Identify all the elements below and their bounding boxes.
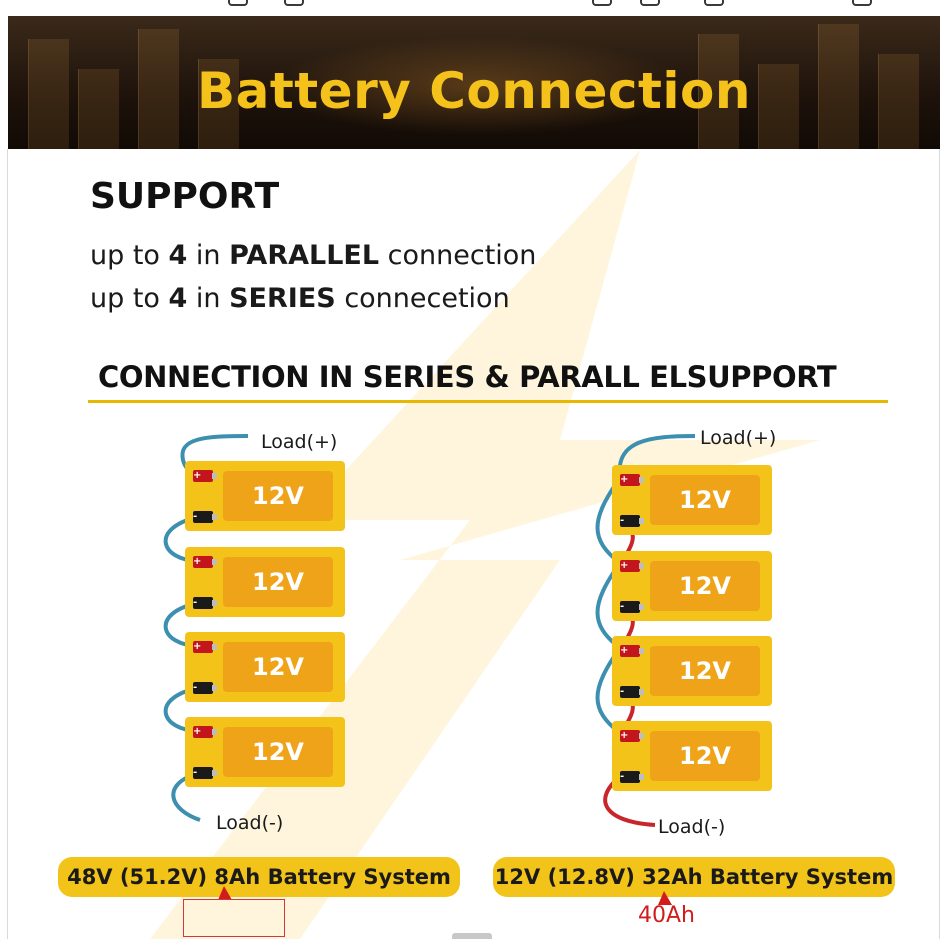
header-banner: Battery Connection (8, 16, 940, 149)
top-toolbar-strip (0, 0, 948, 16)
parallel-system-label: 12V (12.8V) 32Ah Battery System (493, 857, 895, 897)
toolbar-icon[interactable] (852, 0, 872, 6)
toolbar-icon[interactable] (640, 0, 660, 6)
negative-terminal-icon: - (193, 682, 217, 694)
series-battery: + - 12V (185, 461, 345, 531)
parallel-load-positive-label: Load(+) (700, 427, 777, 449)
series-battery: + - 12V (185, 717, 345, 787)
heading-underline (88, 400, 888, 403)
negative-terminal-icon: - (193, 767, 217, 779)
support-title: SUPPORT (90, 176, 280, 217)
toolbar-icon[interactable] (284, 0, 304, 6)
series-battery: + - 12V (185, 547, 345, 617)
scroll-handle[interactable] (452, 933, 492, 939)
battery-voltage-label: 12V (650, 646, 760, 696)
series-load-positive-label: Load(+) (261, 431, 338, 453)
toolbar-icon[interactable] (228, 0, 248, 6)
positive-terminal-icon: + (193, 470, 217, 482)
negative-terminal-icon: - (620, 601, 644, 613)
positive-terminal-icon: + (620, 730, 644, 742)
parallel-support-line: up to 4 in PARALLEL connection (90, 240, 537, 271)
parallel-battery: + - 12V (612, 551, 772, 621)
negative-terminal-icon: - (620, 771, 644, 783)
parallel-battery: + - 12V (612, 721, 772, 791)
battery-voltage-label: 12V (650, 731, 760, 781)
annotation-box (183, 899, 285, 937)
parallel-load-negative-label: Load(-) (658, 816, 726, 838)
series-load-negative-label: Load(-) (216, 812, 284, 834)
battery-voltage-label: 12V (223, 471, 333, 521)
battery-voltage-label: 12V (650, 475, 760, 525)
card-left-edge (7, 149, 8, 939)
toolbar-icon[interactable] (704, 0, 724, 6)
battery-voltage-label: 12V (223, 727, 333, 777)
positive-terminal-icon: + (193, 726, 217, 738)
connection-heading: CONNECTION IN SERIES & PARALL ELSUPPORT (98, 360, 837, 394)
banner-title: Battery Connection (197, 62, 751, 120)
positive-terminal-icon: + (193, 556, 217, 568)
battery-voltage-label: 12V (650, 561, 760, 611)
series-system-label: 48V (51.2V) 8Ah Battery System (58, 857, 460, 897)
positive-terminal-icon: + (620, 645, 644, 657)
positive-terminal-icon: + (620, 474, 644, 486)
series-battery: + - 12V (185, 632, 345, 702)
parallel-battery: + - 12V (612, 465, 772, 535)
negative-terminal-icon: - (193, 597, 217, 609)
negative-terminal-icon: - (620, 686, 644, 698)
annotation-text: 40Ah (638, 903, 695, 928)
parallel-battery: + - 12V (612, 636, 772, 706)
positive-terminal-icon: + (193, 641, 217, 653)
battery-voltage-label: 12V (223, 557, 333, 607)
battery-voltage-label: 12V (223, 642, 333, 692)
positive-terminal-icon: + (620, 560, 644, 572)
series-support-line: up to 4 in SERIES connecetion (90, 283, 510, 314)
negative-terminal-icon: - (193, 511, 217, 523)
toolbar-icon[interactable] (592, 0, 612, 6)
negative-terminal-icon: - (620, 515, 644, 527)
card-right-edge (939, 149, 940, 939)
